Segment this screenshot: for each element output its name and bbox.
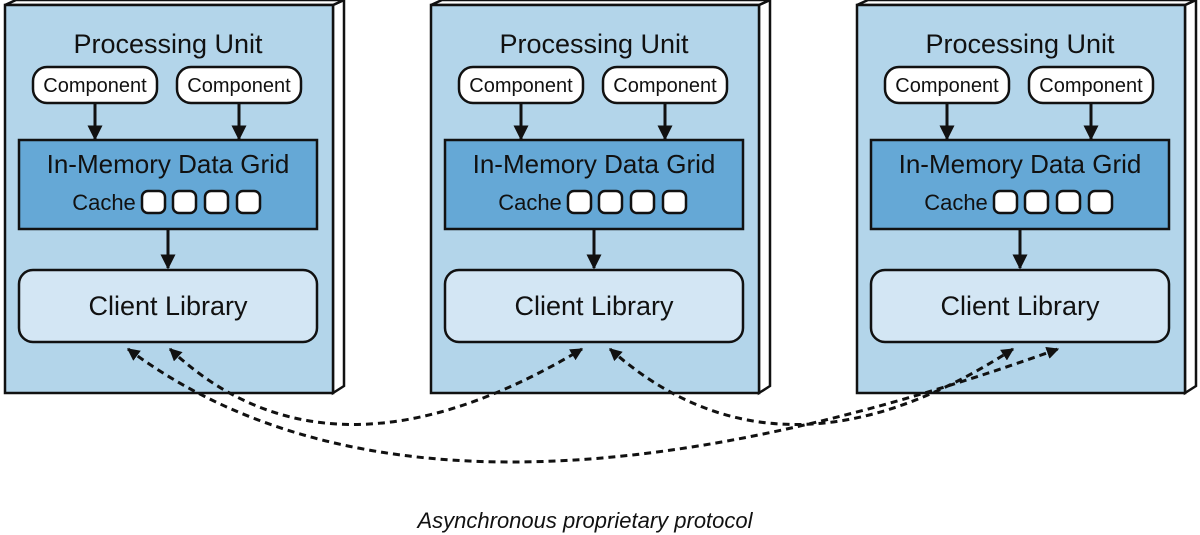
protocol-connection-unit1-unit3: [126, 346, 1060, 464]
cache-slot: [597, 189, 624, 215]
data-grid-label: In-Memory Data Grid: [899, 149, 1142, 179]
cache-label: Cache: [72, 190, 136, 215]
processing-unit-1: Processing Unit Component Component In-M…: [3, 0, 346, 396]
in-memory-data-grid: In-Memory Data Grid Cache: [869, 138, 1171, 231]
cache-slot: [1055, 189, 1082, 215]
cache-label: Cache: [924, 190, 988, 215]
component-label: Component: [1039, 75, 1143, 97]
component-label: Component: [43, 75, 147, 97]
processing-unit-2: Processing Unit Component Component In-M…: [429, 0, 772, 396]
client-library: Client Library: [443, 268, 745, 344]
cache-slot: [629, 189, 656, 215]
component-box: Component: [175, 65, 303, 105]
component-box: Component: [457, 65, 585, 105]
cache-label: Cache: [498, 190, 562, 215]
in-memory-data-grid: In-Memory Data Grid Cache: [17, 138, 319, 231]
cache-slot: [566, 189, 593, 215]
client-library-label: Client Library: [88, 291, 248, 321]
data-grid-label: In-Memory Data Grid: [473, 149, 716, 179]
component-box: Component: [31, 65, 159, 105]
processing-unit-3: Processing Unit Component Component In-M…: [855, 0, 1198, 396]
client-library: Client Library: [869, 268, 1171, 344]
processing-unit-title: Processing Unit: [925, 29, 1115, 59]
in-memory-data-grid: In-Memory Data Grid Cache: [443, 138, 745, 231]
component-label: Component: [895, 75, 999, 97]
client-library-label: Client Library: [514, 291, 674, 321]
component-box: Component: [601, 65, 729, 105]
processing-unit-title: Processing Unit: [73, 29, 263, 59]
component-box: Component: [1027, 65, 1155, 105]
client-library-label: Client Library: [940, 291, 1100, 321]
cache-slot: [992, 189, 1019, 215]
cache-slot: [171, 189, 198, 215]
cache-slot: [661, 189, 688, 215]
component-label: Component: [187, 75, 291, 97]
protocol-label: Asynchronous proprietary protocol: [415, 508, 753, 533]
cache-slot: [140, 189, 167, 215]
processing-unit-title: Processing Unit: [499, 29, 689, 59]
cache-slot: [203, 189, 230, 215]
component-label: Component: [469, 75, 573, 97]
component-box: Component: [883, 65, 1011, 105]
component-label: Component: [613, 75, 717, 97]
client-library: Client Library: [17, 268, 319, 344]
cache-slot: [1023, 189, 1050, 215]
cache-slot: [235, 189, 262, 215]
data-grid-label: In-Memory Data Grid: [47, 149, 290, 179]
cache-slot: [1087, 189, 1114, 215]
